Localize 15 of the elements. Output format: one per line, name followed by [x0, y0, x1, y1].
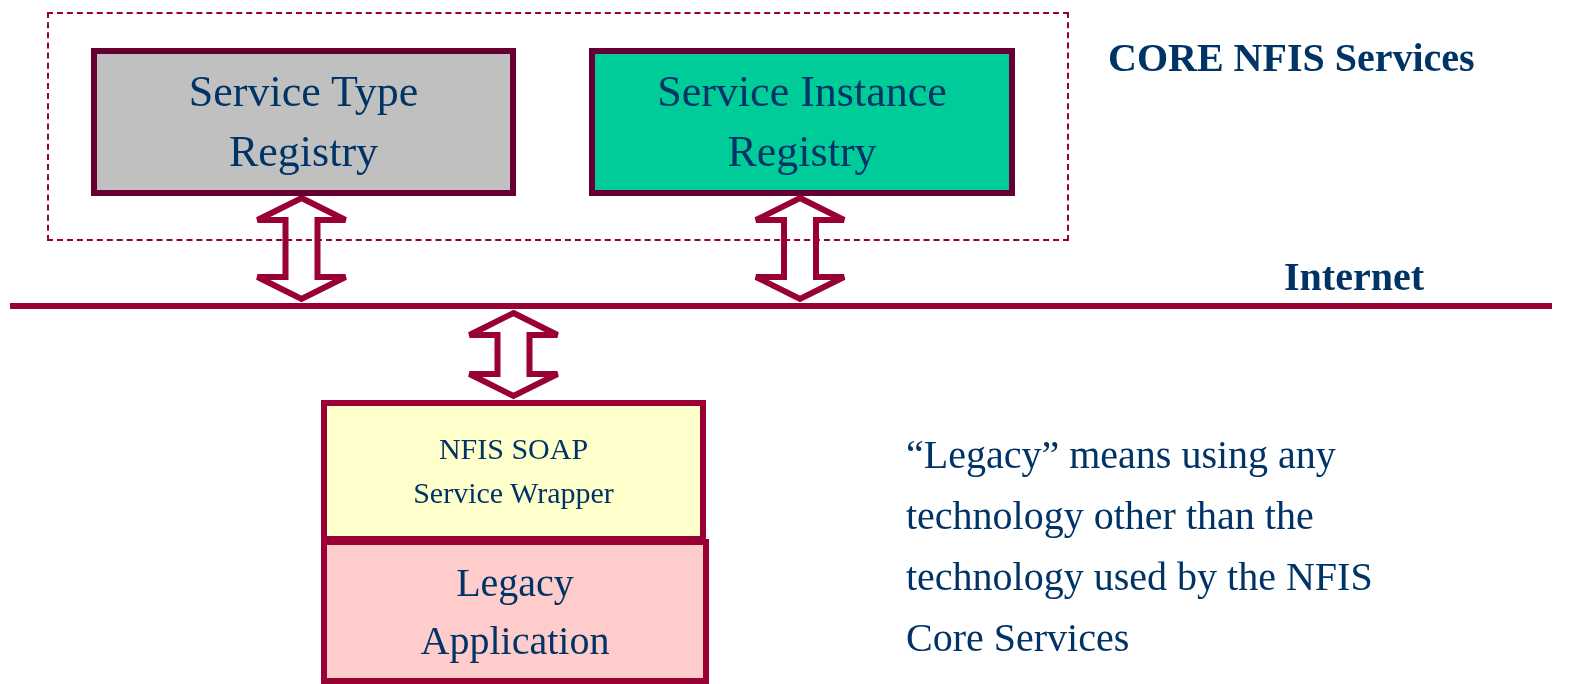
application-box: [321, 539, 709, 684]
box-label: Service Instance Registry: [656, 66, 948, 178]
box-label: Legacy Application: [419, 558, 611, 665]
registry-box: [589, 48, 1015, 196]
double-arrow: [254, 194, 349, 303]
registry-box: [91, 48, 516, 196]
box-label: NFIS SOAP Service Wrapper: [412, 431, 615, 511]
line-label: Internet: [1284, 253, 1424, 301]
group-title: CORE NFIS Services: [1108, 34, 1475, 82]
wrapper-box: [321, 400, 706, 542]
box-label: Service Type Registry: [187, 66, 420, 178]
double-arrow: [466, 309, 561, 400]
note-text: “Legacy” means using any technology other than the technology used by the NFIS Core Services: [906, 431, 1374, 662]
double-arrow: [753, 194, 847, 303]
dashed-group-box: [47, 12, 1069, 241]
